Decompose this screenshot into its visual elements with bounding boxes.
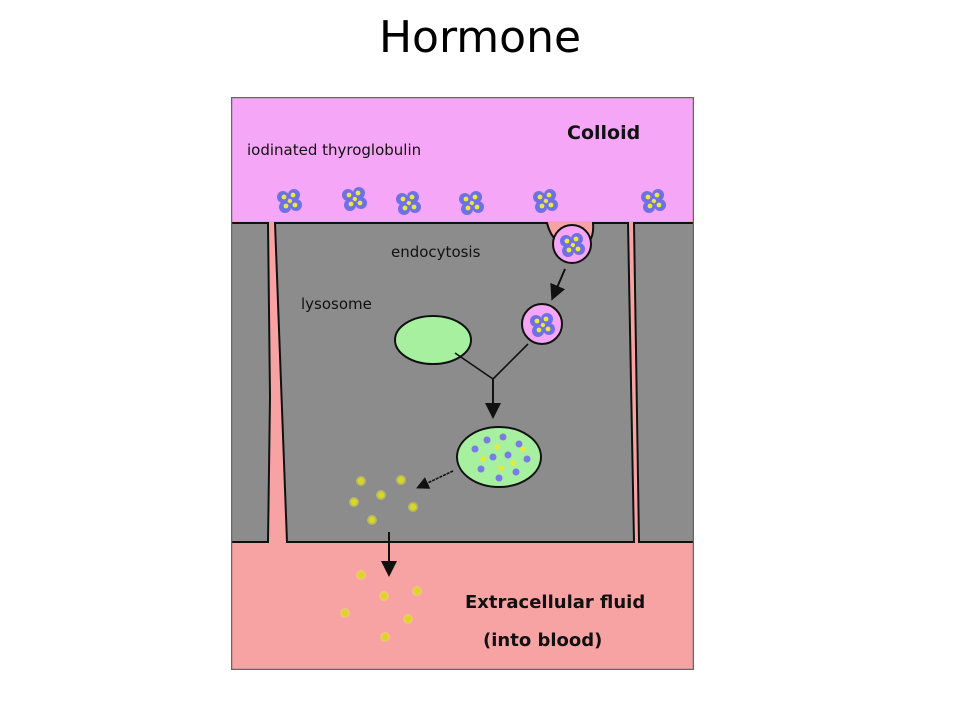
thyroglobulin-cluster-icon: [560, 233, 585, 257]
left-cell: [230, 222, 272, 543]
hormone-dot-icon: [356, 570, 366, 580]
lysosome-label: lysosome: [301, 295, 372, 313]
hormone-dot-icon: [356, 476, 366, 486]
colloid-label: Colloid: [567, 122, 640, 144]
hormone-dot-icon: [349, 497, 359, 507]
hormone-dot-icon: [408, 502, 418, 512]
phagolysosome-contents: [471, 433, 531, 482]
thyroglobulin-cluster-icon: [533, 189, 558, 213]
thyroglobulin-label: iodinated thyroglobulin: [247, 141, 421, 159]
endocytosis-label: endocytosis: [391, 243, 481, 261]
hormone-dot-icon: [367, 515, 377, 525]
thyroglobulin-cluster-icon: [396, 191, 421, 215]
thyroglobulin-cluster-icon: [459, 191, 484, 215]
thyroglobulin-cluster-icon: [530, 313, 555, 337]
thyroglobulin-cluster-icon: [641, 189, 666, 213]
right-cell: [632, 222, 695, 543]
arrow-icon: [550, 268, 566, 301]
merge-line-right: [492, 343, 529, 380]
extracellular-fluid-label: Extracellular fluid: [465, 592, 645, 613]
hormone-dot-icon: [379, 591, 389, 601]
figure-frame: [230, 96, 695, 671]
hormone-dot-icon: [396, 475, 406, 485]
hormone-dot-icon: [376, 490, 386, 500]
thyroglobulin-cluster-icon: [277, 189, 302, 213]
thyroid-hormone-diagram: Colloid iodinated thyroglobulin endocyto…: [230, 96, 695, 671]
hormone-dot-icon: [412, 586, 422, 596]
into-blood-label: (into blood): [483, 630, 602, 651]
follicular-cell: [273, 222, 636, 543]
page-title: Hormone: [378, 12, 582, 63]
arrow-icon: [416, 470, 454, 489]
hormone-dot-icon: [403, 614, 413, 624]
hormone-dot-icon: [340, 608, 350, 618]
lysosome: [394, 315, 472, 365]
merge-line-left: [454, 352, 494, 380]
hormone-dot-icon: [380, 632, 390, 642]
thyroglobulin-cluster-icon: [342, 187, 367, 211]
